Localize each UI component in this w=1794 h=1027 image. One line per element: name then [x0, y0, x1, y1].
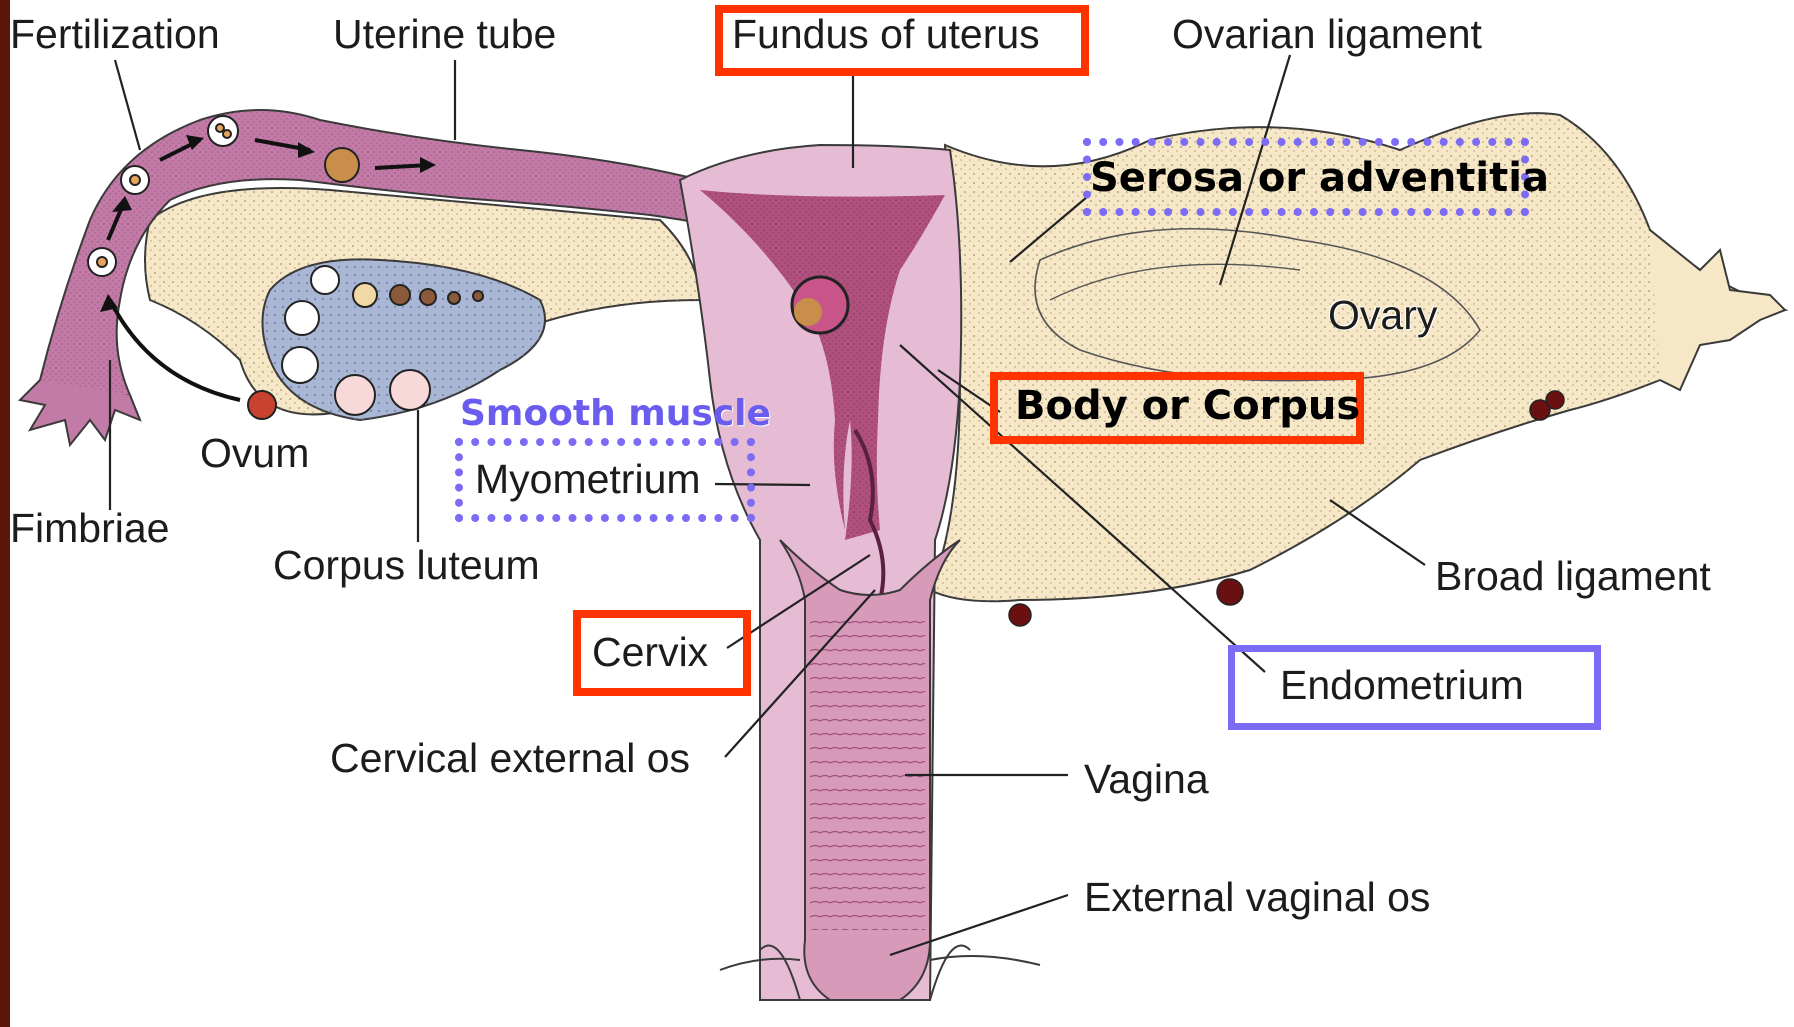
label-myometrium: Myometrium — [475, 459, 701, 500]
label-uterine-tube: Uterine tube — [333, 14, 556, 55]
label-fundus: Fundus of uterus — [732, 14, 1040, 55]
label-ovary: Ovary — [1328, 295, 1437, 336]
label-body: Body or Corpus — [1015, 386, 1360, 426]
label-smooth-muscle: Smooth muscle — [460, 396, 771, 432]
label-corpus-luteum: Corpus luteum — [273, 545, 540, 586]
label-broad-ligament: Broad ligament — [1435, 556, 1711, 597]
label-cervical-os: Cervical external os — [330, 738, 690, 779]
label-fimbriae: Fimbriae — [10, 508, 169, 549]
label-fertilization: Fertilization — [10, 14, 220, 55]
label-vagina: Vagina — [1084, 759, 1209, 800]
label-external-vaginal-os: External vaginal os — [1084, 877, 1430, 918]
label-endometrium: Endometrium — [1280, 665, 1524, 706]
label-ovarian-ligament: Ovarian ligament — [1172, 14, 1482, 55]
label-ovum: Ovum — [200, 433, 309, 474]
label-cervix: Cervix — [592, 632, 708, 673]
label-serosa: Serosa or adventitia — [1090, 158, 1549, 198]
